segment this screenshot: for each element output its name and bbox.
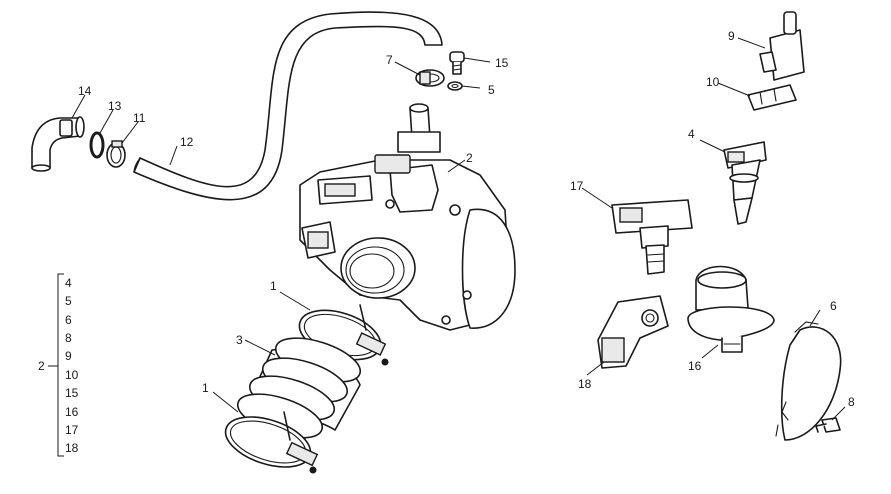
callout-5: 5: [488, 83, 495, 97]
legend-item: 15: [65, 386, 79, 400]
callout-labels: 1 1 2 3 4 5 6 7 8 9 10 11 12 13 14 15 16…: [78, 29, 855, 409]
callout-2: 2: [466, 151, 473, 165]
bracket-part-10: [747, 84, 797, 111]
legend-item: 16: [65, 405, 79, 419]
cover-part-6: [775, 321, 842, 441]
legend-item: 9: [65, 349, 72, 363]
callout-9: 9: [728, 29, 735, 43]
washer-part-5: [447, 81, 463, 91]
legend-item: 4: [65, 276, 72, 290]
map-sensor-part-17: [611, 199, 693, 275]
callout-18: 18: [578, 377, 592, 391]
hose-part-12: [133, 11, 443, 201]
elbow-connector-part-14: [31, 116, 85, 172]
parts-legend: 2 4 5 6 8 9 10 15 16 17 18: [38, 273, 79, 457]
screw-part-15: [449, 51, 465, 75]
callout-11: 11: [133, 111, 146, 125]
legend-item: 5: [65, 294, 72, 308]
small-clamp-part-11: [106, 140, 126, 168]
tps-sensor-part-18: [597, 295, 669, 369]
o-ring-part-13: [89, 131, 105, 159]
callout-13: 13: [108, 99, 122, 113]
callout-14: 14: [78, 84, 92, 98]
callout-10: 10: [706, 75, 720, 89]
callout-1-lower: 1: [202, 381, 209, 395]
legend-item: 10: [65, 368, 79, 382]
connector-part-9: [759, 11, 805, 81]
legend-item: 17: [65, 423, 79, 437]
screw-part-8: [815, 417, 841, 433]
fuel-injector-part-4: [723, 141, 767, 225]
legend-item: 18: [65, 441, 79, 455]
hose-clamp-part-7: [415, 69, 445, 87]
callout-8: 8: [848, 395, 855, 409]
leader-lines: [71, 37, 846, 421]
idle-air-valve-part-16: [687, 265, 775, 353]
callout-6: 6: [830, 299, 837, 313]
callout-1-upper: 1: [270, 279, 277, 293]
callout-15: 15: [495, 56, 509, 70]
callout-16: 16: [688, 359, 702, 373]
callout-3: 3: [236, 333, 243, 347]
hose-clamp-part-1-lower: [224, 411, 319, 474]
callout-4: 4: [688, 127, 695, 141]
callout-17: 17: [570, 179, 584, 193]
legend-item: 6: [65, 313, 72, 327]
legend-item: 8: [65, 331, 72, 345]
throttle-body-part-2: [299, 103, 516, 331]
callout-7: 7: [386, 53, 393, 67]
legend-group-label: 2: [38, 359, 45, 373]
intake-boot-part-3: [236, 337, 362, 439]
callout-12: 12: [180, 135, 194, 149]
